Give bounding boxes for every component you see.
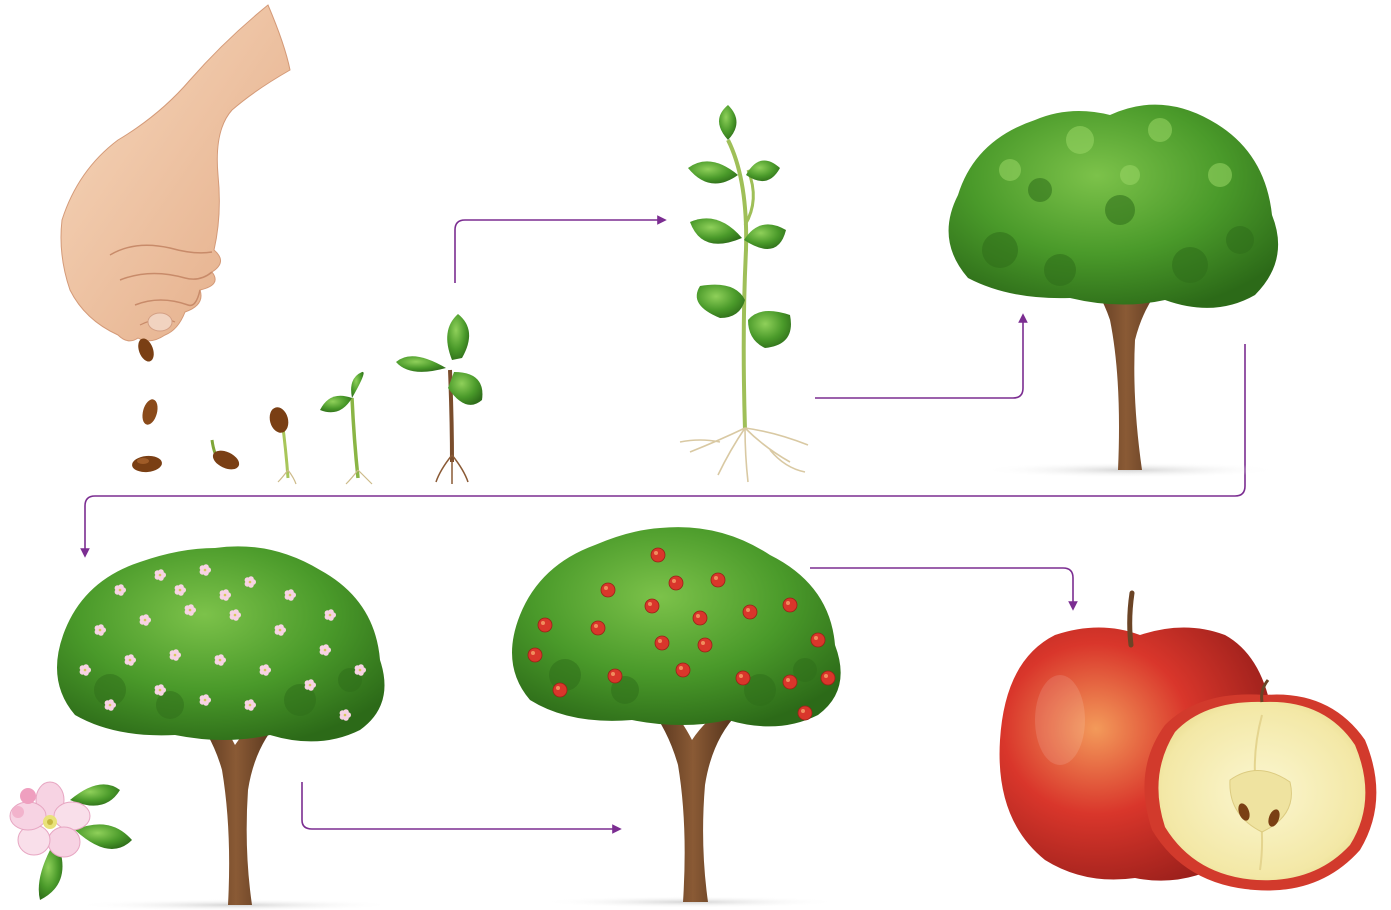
- tree-apple: [821, 671, 835, 685]
- tree-apple: [645, 599, 659, 613]
- tree-apple: [591, 621, 605, 635]
- tree-apple: [798, 706, 812, 720]
- tree-apple: [608, 669, 622, 683]
- tree-apple: [655, 636, 669, 650]
- apple-icon: [1000, 593, 1377, 891]
- tree-apple: [538, 618, 552, 632]
- arrow-fruiting-tree-to-apple: [810, 568, 1073, 606]
- tree-apple: [693, 611, 707, 625]
- tree-apple: [736, 671, 750, 685]
- sprout-icon: [320, 372, 372, 484]
- tree-apple: [811, 633, 825, 647]
- tree-apple: [783, 675, 797, 689]
- seedling-icon: [396, 314, 482, 484]
- arrow-seedling-to-young-plant: [455, 220, 662, 283]
- tree-apple: [783, 598, 797, 612]
- arrow-mature-tree-to-flowering-tree: [85, 344, 1245, 553]
- arrow-flowering-tree-to-fruiting-tree: [302, 782, 617, 829]
- tree-apple: [711, 573, 725, 587]
- hand-icon: [61, 5, 290, 364]
- flowering-tree-icon: [57, 546, 395, 910]
- tree-apple: [528, 648, 542, 662]
- seed-icon: [131, 398, 162, 474]
- germinating-seed-icon: [210, 405, 296, 484]
- apple-blossom-icon: [10, 782, 132, 900]
- young-plant-icon: [680, 105, 808, 482]
- tree-apple: [698, 638, 712, 652]
- arrow-young-plant-to-mature-tree: [815, 318, 1023, 398]
- tree-apple: [669, 576, 683, 590]
- tree-apple: [743, 605, 757, 619]
- tree-apple: [651, 548, 665, 562]
- tree-apple: [676, 663, 690, 677]
- tree-apple: [601, 583, 615, 597]
- fruiting-tree-icon: [512, 527, 841, 908]
- tree-icon: [949, 105, 1280, 478]
- tree-apple: [553, 683, 567, 697]
